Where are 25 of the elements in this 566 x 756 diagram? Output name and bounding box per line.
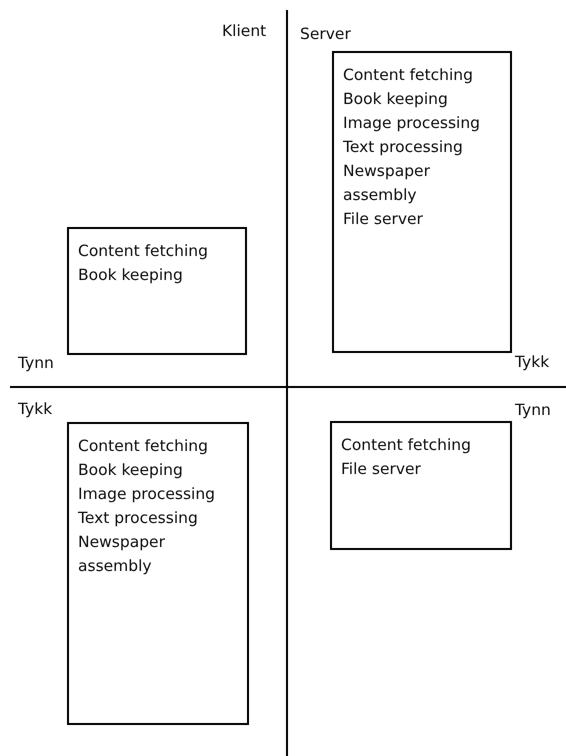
task-text: Content fetching xyxy=(343,65,474,86)
axis-label: Klient xyxy=(222,22,266,40)
task-text: Text processing xyxy=(343,137,464,158)
axis-label: Tykk xyxy=(18,400,52,418)
task-text: Image processing xyxy=(78,484,216,505)
task-text: Newspaper assembly xyxy=(78,532,166,577)
task-text: Image processing xyxy=(343,113,482,134)
task-text: Text processing xyxy=(78,508,199,529)
axis-label: Tynn xyxy=(515,401,551,419)
axis-label: Tynn xyxy=(18,354,54,372)
task-box xyxy=(330,421,512,550)
task-text: Book keeping xyxy=(78,460,184,481)
axis-label: Tykk xyxy=(515,353,550,371)
task-box xyxy=(67,227,247,355)
task-text: File server xyxy=(343,209,424,230)
axis-label: Server xyxy=(300,25,351,43)
task-text: Content fetching xyxy=(341,435,472,456)
task-box xyxy=(332,51,512,353)
task-text: Content fetching xyxy=(78,436,209,457)
task-box xyxy=(67,422,249,725)
task-text: Book keeping xyxy=(343,89,449,110)
task-text: Newspaper assembly xyxy=(343,161,431,206)
task-text: File server xyxy=(341,459,422,480)
task-text: Content fetching xyxy=(78,241,209,262)
task-text: Book keeping xyxy=(78,265,184,286)
